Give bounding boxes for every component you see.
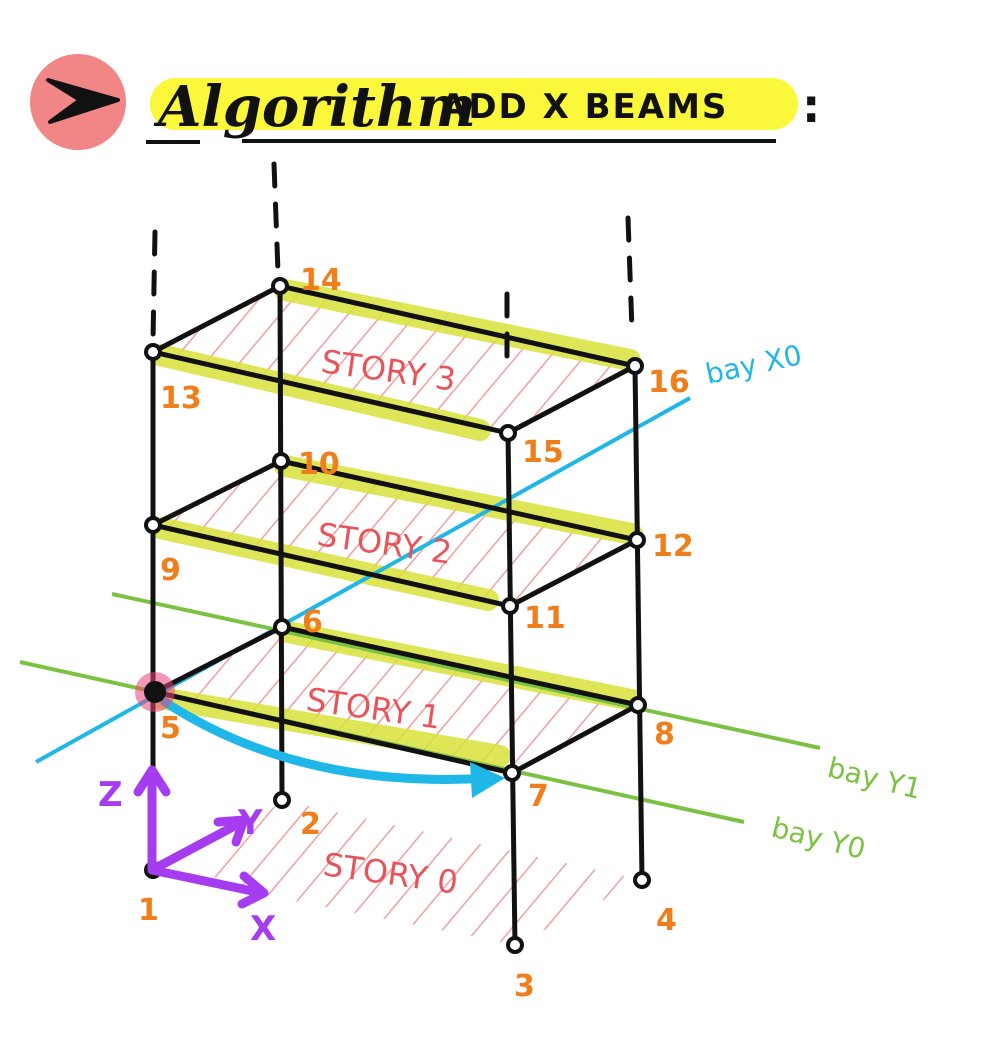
story-slabs	[153, 286, 642, 945]
frame-nodes	[144, 277, 651, 954]
x-axis	[147, 865, 267, 898]
axis-labels: Z X Y	[98, 775, 276, 949]
bay-y1-line	[111, 592, 821, 750]
arrow-bullet-icon	[46, 78, 120, 124]
bay-x0-label: bay X0	[703, 338, 805, 391]
node-label-7: 7	[528, 779, 549, 814]
y-axis-label: Y	[237, 803, 263, 843]
node-label-3: 3	[514, 969, 535, 1004]
z-axis-arrowhead-icon	[133, 765, 171, 797]
title-block: Algorithm ADD X BEAMS :	[30, 54, 820, 150]
node-label-10: 10	[298, 447, 340, 482]
node-label-13: 13	[160, 381, 202, 416]
y-axis	[147, 817, 247, 875]
x-axis-label: X	[250, 909, 276, 949]
bay-lines	[19, 396, 821, 824]
node-label-1: 1	[138, 893, 159, 928]
node-label-4: 4	[656, 903, 677, 938]
node-label-12: 12	[652, 529, 694, 564]
title-rest: ADD X BEAMS	[440, 87, 728, 127]
node-labels: 1 2 3 4 5 6 7 8 9 10 11 12 13 14 15 16	[138, 263, 694, 1004]
node-label-2: 2	[300, 807, 321, 842]
title-word: Algorithm	[153, 74, 476, 140]
story-0-slab	[200, 800, 642, 945]
traverse-arrow	[160, 697, 495, 784]
node-label-14: 14	[300, 263, 342, 298]
x-axis-arrowhead-icon	[237, 871, 269, 909]
story-2-slab	[153, 461, 637, 606]
story-1-slab	[155, 627, 638, 773]
node-label-9: 9	[160, 553, 181, 588]
node-label-15: 15	[522, 435, 564, 470]
title-colon: :	[802, 79, 820, 133]
node-label-16: 16	[648, 365, 690, 400]
node-label-5: 5	[160, 711, 181, 746]
z-axis-label: Z	[98, 775, 123, 815]
axes-triad	[133, 765, 269, 909]
title-highlight	[150, 78, 798, 130]
traverse-arrowhead-icon	[470, 762, 505, 798]
node-label-8: 8	[654, 717, 675, 752]
bay-y0-label: bay Y0	[768, 811, 868, 866]
bay-y1-label: bay Y1	[824, 751, 924, 806]
story-3-slab	[153, 286, 635, 433]
y-axis-arrowhead-icon	[213, 815, 249, 847]
column-extensions	[150, 161, 635, 373]
node-label-11: 11	[524, 601, 566, 636]
node-label-6: 6	[302, 605, 323, 640]
